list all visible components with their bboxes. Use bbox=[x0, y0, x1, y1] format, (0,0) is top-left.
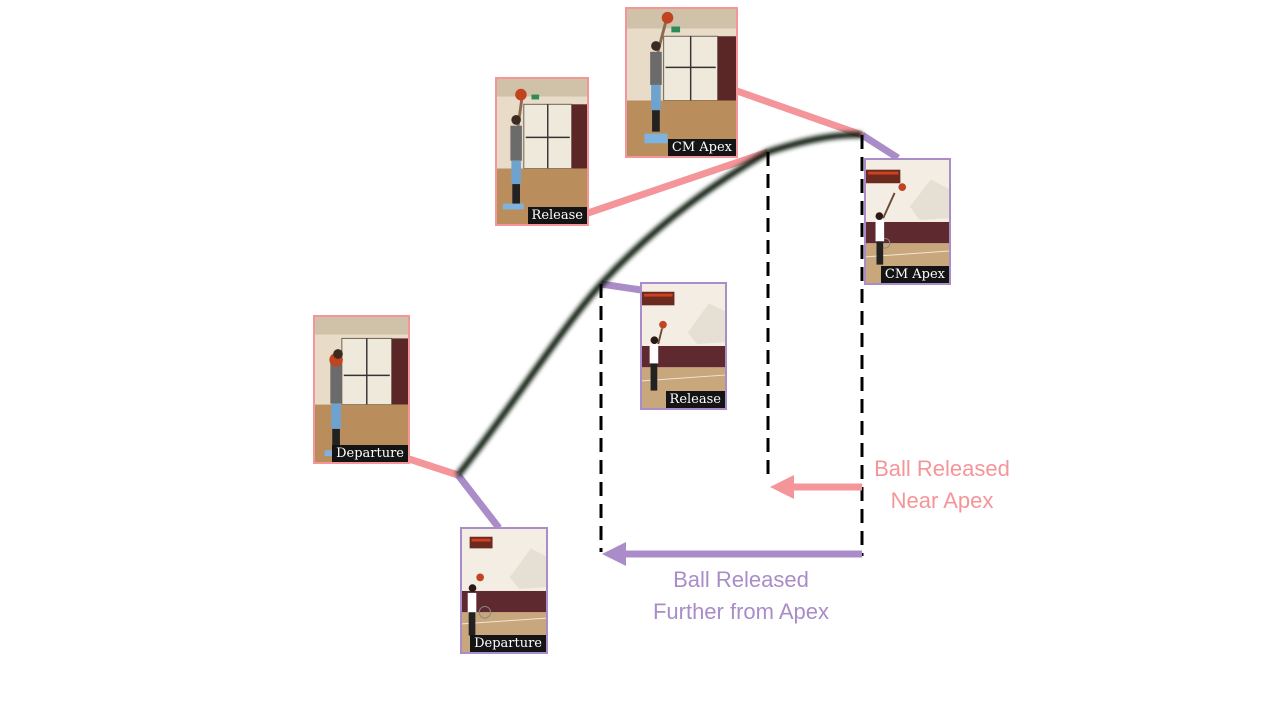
pink-apex-connector bbox=[735, 87, 864, 139]
pink-departure-connector bbox=[407, 455, 460, 479]
pink-release-connector bbox=[586, 148, 770, 217]
further-from-apex-caption-line-1: Ball Released bbox=[673, 567, 809, 592]
purple-release-photo: Release bbox=[640, 282, 727, 410]
purple-departure-connector bbox=[455, 472, 502, 531]
purple-departure-photo: Departure bbox=[460, 527, 548, 654]
near-apex-caption-line-2: Near Apex bbox=[890, 488, 994, 513]
near-apex-caption: Ball Released Near Apex bbox=[852, 453, 1032, 517]
pink-departure-photo: Departure bbox=[313, 315, 410, 464]
further-from-apex-caption-line-2: Further from Apex bbox=[652, 599, 830, 624]
center-of-mass-trajectory bbox=[455, 131, 863, 477]
pink-cm-apex-photo: CM Apex bbox=[625, 7, 738, 158]
near-apex-caption-line-1: Ball Released bbox=[874, 456, 1010, 481]
purple-release-connector bbox=[600, 280, 642, 294]
frame-label: Release bbox=[527, 207, 587, 224]
near-apex-arrow bbox=[770, 475, 862, 499]
further-from-apex-caption: Ball Released Further from Apex bbox=[621, 564, 861, 628]
frame-label: Release bbox=[665, 391, 725, 408]
pink-release-photo: Release bbox=[495, 77, 589, 226]
purple-apex-connector bbox=[860, 132, 900, 161]
frame-label: Departure bbox=[332, 445, 408, 462]
frame-label: CM Apex bbox=[667, 139, 736, 156]
further-from-apex-arrow bbox=[602, 542, 862, 566]
frame-label: Departure bbox=[470, 635, 546, 652]
frame-label: CM Apex bbox=[880, 266, 949, 283]
purple-cm-apex-photo: CM Apex bbox=[864, 158, 951, 285]
